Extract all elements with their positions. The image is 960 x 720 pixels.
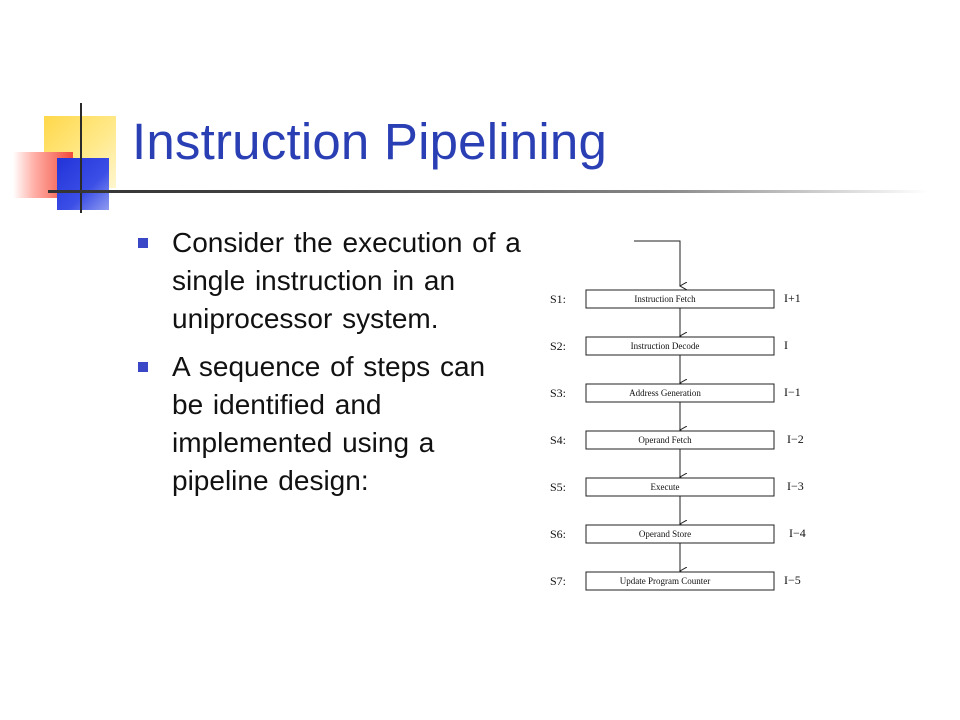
bullet-text: Consider the execution of a single instr… — [172, 227, 521, 334]
stage-instruction-label: I−1 — [784, 385, 801, 399]
decorative-vertical-line — [80, 103, 82, 213]
stage-step-label: Update Program Counter — [620, 576, 710, 586]
decorative-blue-square — [57, 158, 109, 210]
stage-instruction-label: I−4 — [789, 526, 806, 540]
bullet-item: Consider the execution of a single instr… — [138, 224, 528, 338]
stage-instruction-label: I+1 — [784, 291, 801, 305]
bullet-item: A sequence of steps can be identified an… — [138, 348, 528, 500]
stage-label: S5: — [550, 480, 566, 494]
stage-label: S6: — [550, 527, 566, 541]
stage-step-label: Execute — [651, 482, 680, 492]
stage-instruction-label: I−5 — [784, 573, 801, 587]
stage-label: S3: — [550, 386, 566, 400]
stage-instruction-label: I−3 — [787, 479, 804, 493]
bullet-list: Consider the execution of a single instr… — [138, 224, 528, 510]
stage-step-label: Instruction Decode — [631, 341, 700, 351]
bullet-text: A sequence of steps can be identified an… — [172, 351, 486, 496]
stage-label: S2: — [550, 339, 566, 353]
stage-box — [585, 571, 775, 591]
title-underline — [48, 190, 928, 193]
slide-title: Instruction Pipelining — [132, 113, 608, 170]
stage-step-label: Operand Fetch — [638, 435, 692, 445]
feedback-arrow — [634, 240, 680, 286]
stage-label: S4: — [550, 433, 566, 447]
stage-label: S1: — [550, 292, 566, 306]
stage-step-label: Address Generation — [629, 388, 701, 398]
stage-instruction-label: I−2 — [787, 432, 804, 446]
stage-step-label: Instruction Fetch — [634, 294, 696, 304]
stage-step-label: Operand Store — [639, 529, 691, 539]
stage-label: S7: — [550, 574, 566, 588]
bullet-square-icon — [138, 362, 148, 372]
stage-instruction-label: I — [784, 338, 788, 352]
stage-box — [585, 477, 775, 497]
bullet-square-icon — [138, 238, 148, 248]
